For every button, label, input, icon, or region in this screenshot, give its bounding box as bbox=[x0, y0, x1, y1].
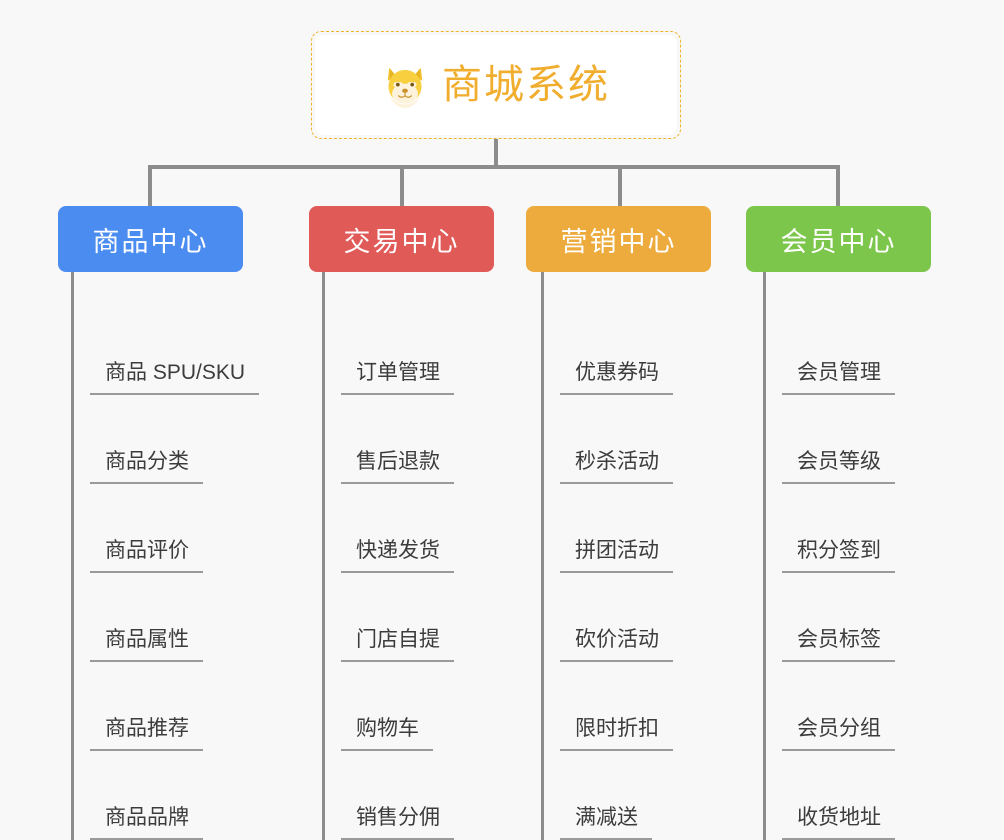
leaf-item-label: 购物车 bbox=[341, 716, 433, 751]
leaf-item[interactable]: 商品评价 bbox=[74, 484, 301, 573]
category-box-trade-center[interactable]: 交易中心 bbox=[309, 206, 494, 272]
leaf-item[interactable]: 商品属性 bbox=[74, 573, 301, 662]
leaf-column-product-center: 商品 SPU/SKU 商品分类 商品评价 商品属性 商品推荐 商品品牌 bbox=[71, 306, 301, 840]
leaf-item[interactable]: 售后退款 bbox=[325, 395, 552, 484]
leaf-item[interactable]: 快递发货 bbox=[325, 484, 552, 573]
leaf-column-trade-center: 订单管理 售后退款 快递发货 门店自提 购物车 销售分佣 bbox=[322, 306, 552, 840]
leaf-item[interactable]: 会员等级 bbox=[766, 395, 993, 484]
leaf-item-label: 会员分组 bbox=[782, 716, 895, 751]
leaf-item[interactable]: 拼团活动 bbox=[544, 484, 771, 573]
leaf-item-label: 商品评价 bbox=[90, 538, 203, 573]
category-box-product-center[interactable]: 商品中心 bbox=[58, 206, 243, 272]
connector-horizontal-bus bbox=[150, 165, 840, 169]
leaf-item[interactable]: 商品 SPU/SKU bbox=[74, 306, 301, 395]
leaf-item[interactable]: 秒杀活动 bbox=[544, 395, 771, 484]
connector-spine-top-product-center bbox=[71, 272, 74, 306]
leaf-item[interactable]: 会员管理 bbox=[766, 306, 993, 395]
leaf-item[interactable]: 销售分佣 bbox=[325, 751, 552, 840]
leaf-item[interactable]: 商品推荐 bbox=[74, 662, 301, 751]
root-node[interactable]: 商城系统 bbox=[311, 31, 681, 139]
connector-spine-top-member-center bbox=[763, 272, 766, 306]
leaf-item[interactable]: 优惠券码 bbox=[544, 306, 771, 395]
category-label-marketing-center: 营销中心 bbox=[560, 226, 677, 257]
leaf-item[interactable]: 会员标签 bbox=[766, 573, 993, 662]
leaf-item[interactable]: 订单管理 bbox=[325, 306, 552, 395]
leaf-item[interactable]: 砍价活动 bbox=[544, 573, 771, 662]
leaf-item[interactable]: 限时折扣 bbox=[544, 662, 771, 751]
leaf-item-label: 售后退款 bbox=[341, 449, 454, 484]
leaf-item-label: 商品属性 bbox=[90, 627, 203, 662]
leaf-column-member-center: 会员管理 会员等级 积分签到 会员标签 会员分组 收货地址 bbox=[763, 306, 993, 840]
connector-root-stem bbox=[494, 139, 498, 167]
leaf-item-label: 收货地址 bbox=[782, 805, 895, 840]
leaf-item-label: 商品分类 bbox=[90, 449, 203, 484]
leaf-item-label: 商品 SPU/SKU bbox=[90, 360, 260, 395]
connector-spine-top-marketing-center bbox=[541, 272, 544, 306]
connector-drop-marketing-center bbox=[618, 165, 622, 209]
leaf-item[interactable]: 商品分类 bbox=[74, 395, 301, 484]
leaf-item[interactable]: 积分签到 bbox=[766, 484, 993, 573]
connector-drop-member-center bbox=[836, 165, 840, 209]
leaf-item-label: 积分签到 bbox=[782, 538, 895, 573]
leaf-item[interactable]: 门店自提 bbox=[325, 573, 552, 662]
category-box-member-center[interactable]: 会员中心 bbox=[746, 206, 931, 272]
leaf-item-label: 商品品牌 bbox=[90, 805, 203, 840]
leaf-item[interactable]: 收货地址 bbox=[766, 751, 993, 840]
leaf-item-label: 会员管理 bbox=[782, 360, 895, 395]
connector-drop-trade-center bbox=[400, 165, 404, 209]
shiba-dog-icon bbox=[387, 67, 423, 108]
leaf-column-marketing-center: 优惠券码 秒杀活动 拼团活动 砍价活动 限时折扣 满减送 bbox=[541, 306, 771, 840]
category-label-trade-center: 交易中心 bbox=[343, 226, 460, 257]
root-node-inner: 商城系统 bbox=[315, 35, 677, 135]
connector-drop-product-center bbox=[148, 165, 152, 209]
leaf-item[interactable]: 购物车 bbox=[325, 662, 552, 751]
leaf-item-label: 砍价活动 bbox=[560, 627, 673, 662]
root-node-title: 商城系统 bbox=[442, 63, 610, 107]
leaf-item-label: 商品推荐 bbox=[90, 716, 203, 751]
leaf-item-label: 优惠券码 bbox=[560, 360, 673, 395]
leaf-item-label: 秒杀活动 bbox=[560, 449, 673, 484]
leaf-item-label: 会员等级 bbox=[782, 449, 895, 484]
leaf-item-label: 销售分佣 bbox=[341, 805, 454, 840]
connector-spine-top-trade-center bbox=[322, 272, 325, 306]
leaf-item-label: 门店自提 bbox=[341, 627, 454, 662]
leaf-item-label: 快递发货 bbox=[341, 538, 454, 573]
leaf-item-label: 满减送 bbox=[560, 805, 652, 840]
leaf-item-label: 拼团活动 bbox=[560, 538, 673, 573]
category-label-product-center: 商品中心 bbox=[92, 226, 209, 257]
leaf-item[interactable]: 会员分组 bbox=[766, 662, 993, 751]
leaf-item-label: 订单管理 bbox=[341, 360, 454, 395]
leaf-item-label: 限时折扣 bbox=[560, 716, 673, 751]
category-box-marketing-center[interactable]: 营销中心 bbox=[526, 206, 711, 272]
leaf-item[interactable]: 商品品牌 bbox=[74, 751, 301, 840]
leaf-item[interactable]: 满减送 bbox=[544, 751, 771, 840]
category-label-member-center: 会员中心 bbox=[780, 226, 897, 257]
leaf-item-label: 会员标签 bbox=[782, 627, 895, 662]
